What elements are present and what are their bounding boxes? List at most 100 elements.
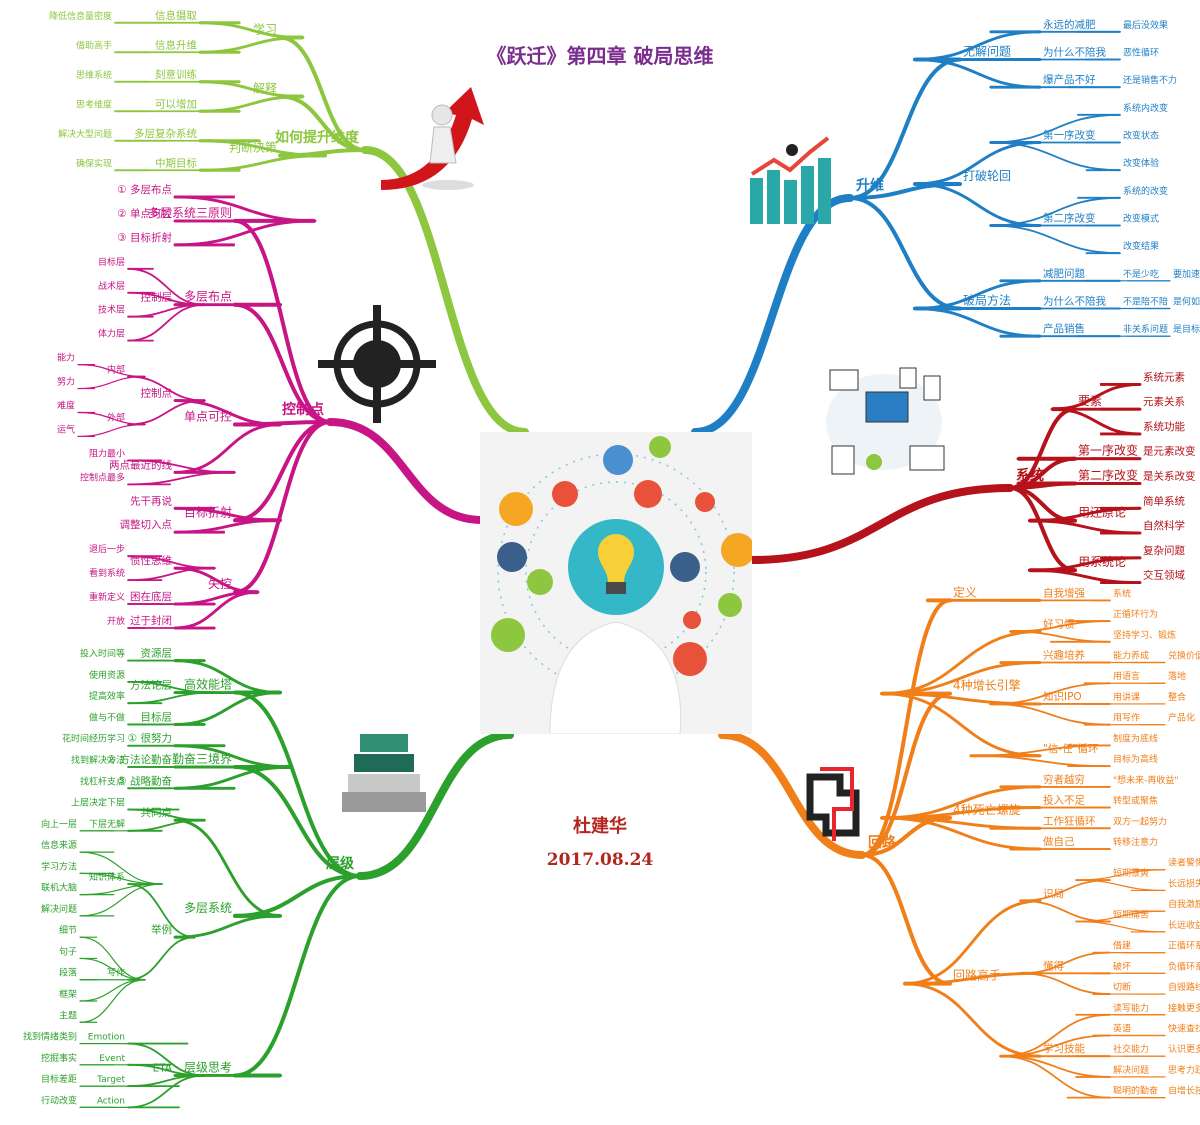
leaf-label: 改变模式 xyxy=(1123,213,1159,225)
leaf-label: 下层无解 xyxy=(89,818,125,830)
leaf-label: 负循环系统 xyxy=(1168,960,1200,972)
connector-line xyxy=(969,754,1111,768)
connector-line xyxy=(1008,486,1077,573)
connector-line xyxy=(1019,972,1111,995)
leaf-label: 框架 xyxy=(59,988,77,1000)
leaf-label: Action xyxy=(97,1096,125,1106)
leaf-label: Event xyxy=(99,1054,125,1064)
leaf-label: 中期目标 xyxy=(155,156,197,169)
leaf-label: 切断 xyxy=(1113,981,1131,993)
leaf-label: 读者警惕 xyxy=(1168,857,1200,869)
leaf-label: 快速查找资料 xyxy=(1168,1022,1200,1034)
leaf-label: 正循环行为 xyxy=(1113,608,1158,620)
leaf-label: 做与不做 xyxy=(89,711,125,723)
leaf-label: 恶性循环 xyxy=(1123,47,1159,59)
leaf-label: 多层复杂系统 xyxy=(134,127,197,140)
connector-line xyxy=(902,982,1042,1058)
subtopic-label: 打破轮回 xyxy=(963,168,1011,183)
subtopic-label: 第二序改变 xyxy=(1078,468,1138,483)
subtopic-label: 第一序改变 xyxy=(1078,443,1138,458)
leaf-label: 目标层 xyxy=(141,711,173,723)
leaf-label: 用语言 xyxy=(1113,670,1140,682)
connector-line xyxy=(127,691,216,705)
connector-line xyxy=(233,690,362,878)
leaf-label: 解决问题 xyxy=(41,903,77,915)
connector-line xyxy=(198,21,305,39)
leaf-label: 体力层 xyxy=(98,328,125,340)
connector-line xyxy=(173,518,283,534)
leaf-label: 重新定义 xyxy=(89,591,125,603)
subtopic-label: 破局方法 xyxy=(963,293,1011,308)
subtopic-label: 多层系统三原则 xyxy=(148,206,232,220)
connector-line xyxy=(77,375,146,390)
leaf-label: 简单系统 xyxy=(1143,494,1185,507)
leaf-label: 产品化 xyxy=(1168,712,1195,724)
leaf-label: 系统内改变 xyxy=(1123,102,1168,114)
leaf-label: 调整切入点 xyxy=(120,518,173,531)
leaf-label: 控制点最多 xyxy=(80,471,125,483)
leaf-label: 还是销售不力 xyxy=(1123,74,1177,86)
connector-line xyxy=(173,423,283,474)
connector-line xyxy=(989,113,1121,144)
leaf-label: ① 很努力 xyxy=(128,732,172,745)
leaf-label: ② 方法论勤奋 xyxy=(107,753,173,766)
page-title: 《跃迁》第四章 破局思维 xyxy=(486,44,714,68)
leaf-label: 学习方法 xyxy=(41,860,77,872)
growth-arrow-icon xyxy=(381,87,484,190)
leaf-label: 能力 xyxy=(57,352,75,364)
bar-chart-icon xyxy=(750,136,831,224)
connector-line xyxy=(1027,519,1142,535)
leaf-label: 为什么不陪我 xyxy=(1043,46,1106,59)
subtopic-label: 多层布点 xyxy=(184,290,232,304)
leaf-label: 系统功能 xyxy=(1143,420,1185,433)
leaf-label: 确保实现 xyxy=(76,157,112,169)
connector-line xyxy=(1019,899,1111,923)
date-label: 2017.08.24 xyxy=(546,850,654,870)
leaf-label: 长远收益 xyxy=(1168,919,1200,931)
leaf-label: 聪明的勤奋 xyxy=(1113,1085,1158,1097)
leaf-label: 解决问题 xyxy=(1113,1064,1149,1076)
leaf-label: 知识IPO xyxy=(1043,690,1082,703)
connector-line xyxy=(77,423,146,438)
leaf-label: 读写能力 xyxy=(1113,1002,1149,1014)
leaf-label: 转型或聚焦 xyxy=(1113,795,1158,807)
leaf-label: 接触更多资料 xyxy=(1168,1002,1200,1014)
leaf-label: 改变状态 xyxy=(1123,130,1159,142)
leaf-label: 自我增强 xyxy=(1043,586,1085,599)
leaf-label: 产品销售 xyxy=(1043,322,1085,335)
connector-line xyxy=(1019,879,1111,902)
connector-line xyxy=(999,1055,1111,1099)
leaf-label: 联机大脑 xyxy=(41,882,77,894)
leaf-label: 可以增加 xyxy=(155,97,197,110)
connector-line xyxy=(989,196,1121,227)
leaf-label: 能力养成 xyxy=(1113,650,1149,662)
connector-line xyxy=(233,218,332,424)
leaf-label: 是何如陪 xyxy=(1173,296,1200,308)
leaf-label: 非关系问题 xyxy=(1123,323,1168,335)
leaf-label: 信息来源 xyxy=(41,839,77,851)
leaf-label: 破坏 xyxy=(1113,960,1131,972)
leaf-label: 改变结果 xyxy=(1123,240,1159,252)
leaf-label: ③ 目标折射 xyxy=(117,231,172,244)
leaf-label: 内部 xyxy=(107,364,125,376)
leaf-label: 改变体验 xyxy=(1123,157,1159,169)
subtopic-label: 定义 xyxy=(953,584,977,599)
leaf-label: 向上一层 xyxy=(41,818,77,830)
connector-line xyxy=(173,914,283,939)
connector-line xyxy=(198,80,305,98)
leaf-label: 找到情绪类别 xyxy=(23,1031,77,1043)
connector-line xyxy=(79,851,163,885)
leaf-label: 挖掘事实 xyxy=(41,1052,77,1064)
connector-line xyxy=(989,224,1121,255)
leaf-label: 用讲课 xyxy=(1113,691,1140,703)
leaf-label: Target xyxy=(96,1075,125,1085)
subtopic-label: 4种增长引擎 xyxy=(953,678,1021,693)
leaf-label: 元素关系 xyxy=(1143,395,1185,408)
leaf-label: 目标差距 xyxy=(41,1073,77,1085)
connector-line xyxy=(278,94,367,152)
connector-line xyxy=(902,899,1042,986)
leaf-label: 穷者越穷 xyxy=(1043,773,1085,786)
leaf-label: 自毁路线 xyxy=(1168,981,1200,993)
leaf-label: 解决大型问题 xyxy=(58,128,112,140)
subtopic-label: 单点可控 xyxy=(184,409,232,423)
